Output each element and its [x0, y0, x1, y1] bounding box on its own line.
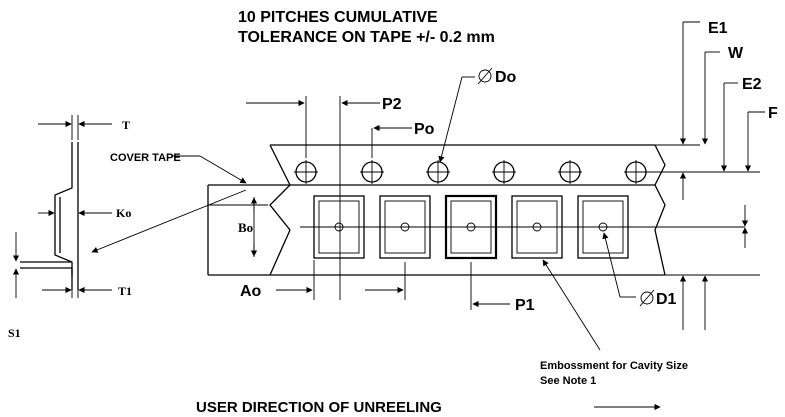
label-p1: P1: [515, 297, 535, 314]
label-e2: E2: [742, 76, 762, 93]
label-d1: D1: [656, 291, 677, 308]
header-line-2: TOLERANCE ON TAPE +/- 0.2 mm: [238, 29, 495, 46]
label-ao: Ao: [240, 283, 262, 300]
sprocket-hole: [624, 160, 648, 184]
cavity: [313, 195, 365, 259]
diameter-icon: [640, 291, 654, 305]
sprocket-hole: [492, 160, 516, 184]
note-embossment-line-2: See Note 1: [540, 375, 596, 387]
cavity: [379, 195, 431, 259]
label-bo: Bo: [238, 220, 253, 235]
side-view: T Ko S1 T1 COVER TAPE: [8, 115, 247, 340]
header-line-1: 10 PITCHES CUMULATIVE: [238, 9, 438, 26]
label-s1: S1: [8, 326, 21, 340]
label-f: F: [768, 105, 778, 122]
diameter-icon: [478, 69, 492, 83]
sprocket-hole: [426, 160, 450, 184]
cavity: [511, 195, 563, 259]
unreeling-direction-label: USER DIRECTION OF UNREELING: [196, 399, 442, 416]
note-embossment-line-1: Embossment for Cavity Size: [540, 360, 688, 372]
label-do: Do: [495, 69, 517, 86]
label-t1: T1: [118, 284, 132, 298]
label-ko: Ko: [116, 206, 131, 220]
label-e1: E1: [708, 20, 728, 37]
sprocket-hole: [558, 160, 582, 184]
label-cover-tape: COVER TAPE: [110, 152, 181, 164]
label-t: T: [122, 118, 130, 132]
sprocket-hole: [294, 160, 318, 184]
tape-top-view: Bo P2 Po Do E1 W E2 F: [207, 20, 778, 351]
cavity: [444, 194, 498, 260]
label-p2: P2: [382, 96, 402, 113]
label-w: W: [728, 45, 744, 62]
cavity: [577, 195, 629, 259]
sprocket-hole: [360, 160, 384, 184]
label-po: Po: [414, 121, 435, 138]
